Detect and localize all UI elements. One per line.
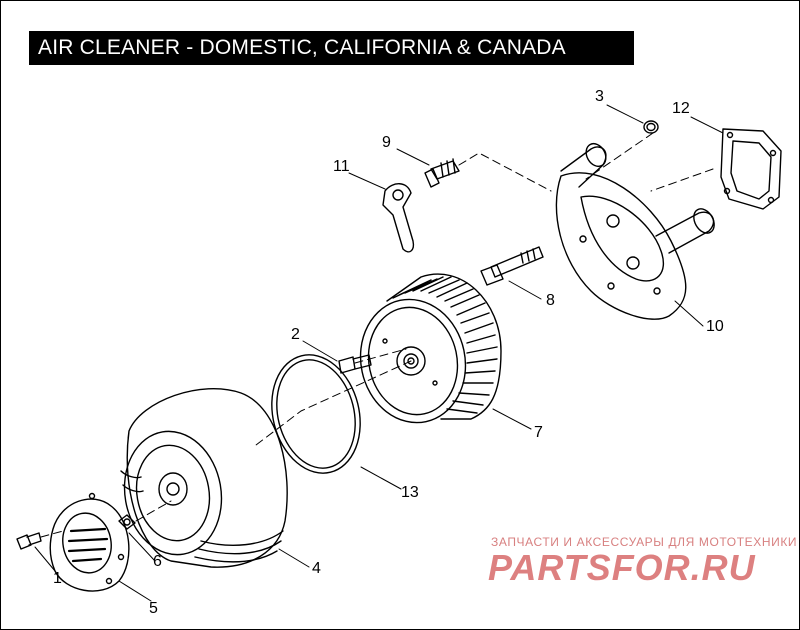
watermark-tagline: ЗАПЧАСТИ И АКСЕССУАРЫ ДЛЯ МОТОТЕХНИКИ (491, 535, 798, 549)
callout-1: 1 (53, 570, 62, 587)
stud-part (480, 246, 544, 286)
callout-7: 7 (534, 424, 543, 441)
seal-ring-part (271, 354, 361, 474)
watermark-logo: PARTSFOR.RU (488, 547, 756, 588)
callout-6: 6 (153, 553, 162, 570)
callout-8: 8 (546, 292, 555, 309)
assembly-lines (40, 132, 714, 538)
o-ring-part (643, 120, 659, 134)
diagram-title: AIR CLEANER - DOMESTIC, CALIFORNIA & CAN… (29, 31, 634, 65)
backplate-part (555, 142, 715, 320)
leader-lines (34, 104, 724, 602)
callout-2: 2 (291, 326, 300, 343)
callout-9: 9 (382, 134, 391, 151)
gasket-part (720, 128, 782, 210)
callout-3: 3 (595, 88, 604, 105)
breather-bracket-part (382, 183, 415, 253)
cover-part (120, 388, 288, 568)
callout-10: 10 (706, 318, 724, 335)
callout-13: 13 (401, 484, 419, 501)
screw-part (338, 354, 372, 374)
callout-11: 11 (333, 158, 350, 175)
callout-4: 4 (312, 560, 321, 577)
breather-bolt-part (424, 158, 460, 188)
trim-screw-part (16, 532, 42, 550)
filter-element-part (359, 273, 502, 424)
trim-plate-part (49, 492, 130, 592)
callout-12: 12 (672, 100, 690, 117)
callout-5: 5 (149, 600, 158, 617)
